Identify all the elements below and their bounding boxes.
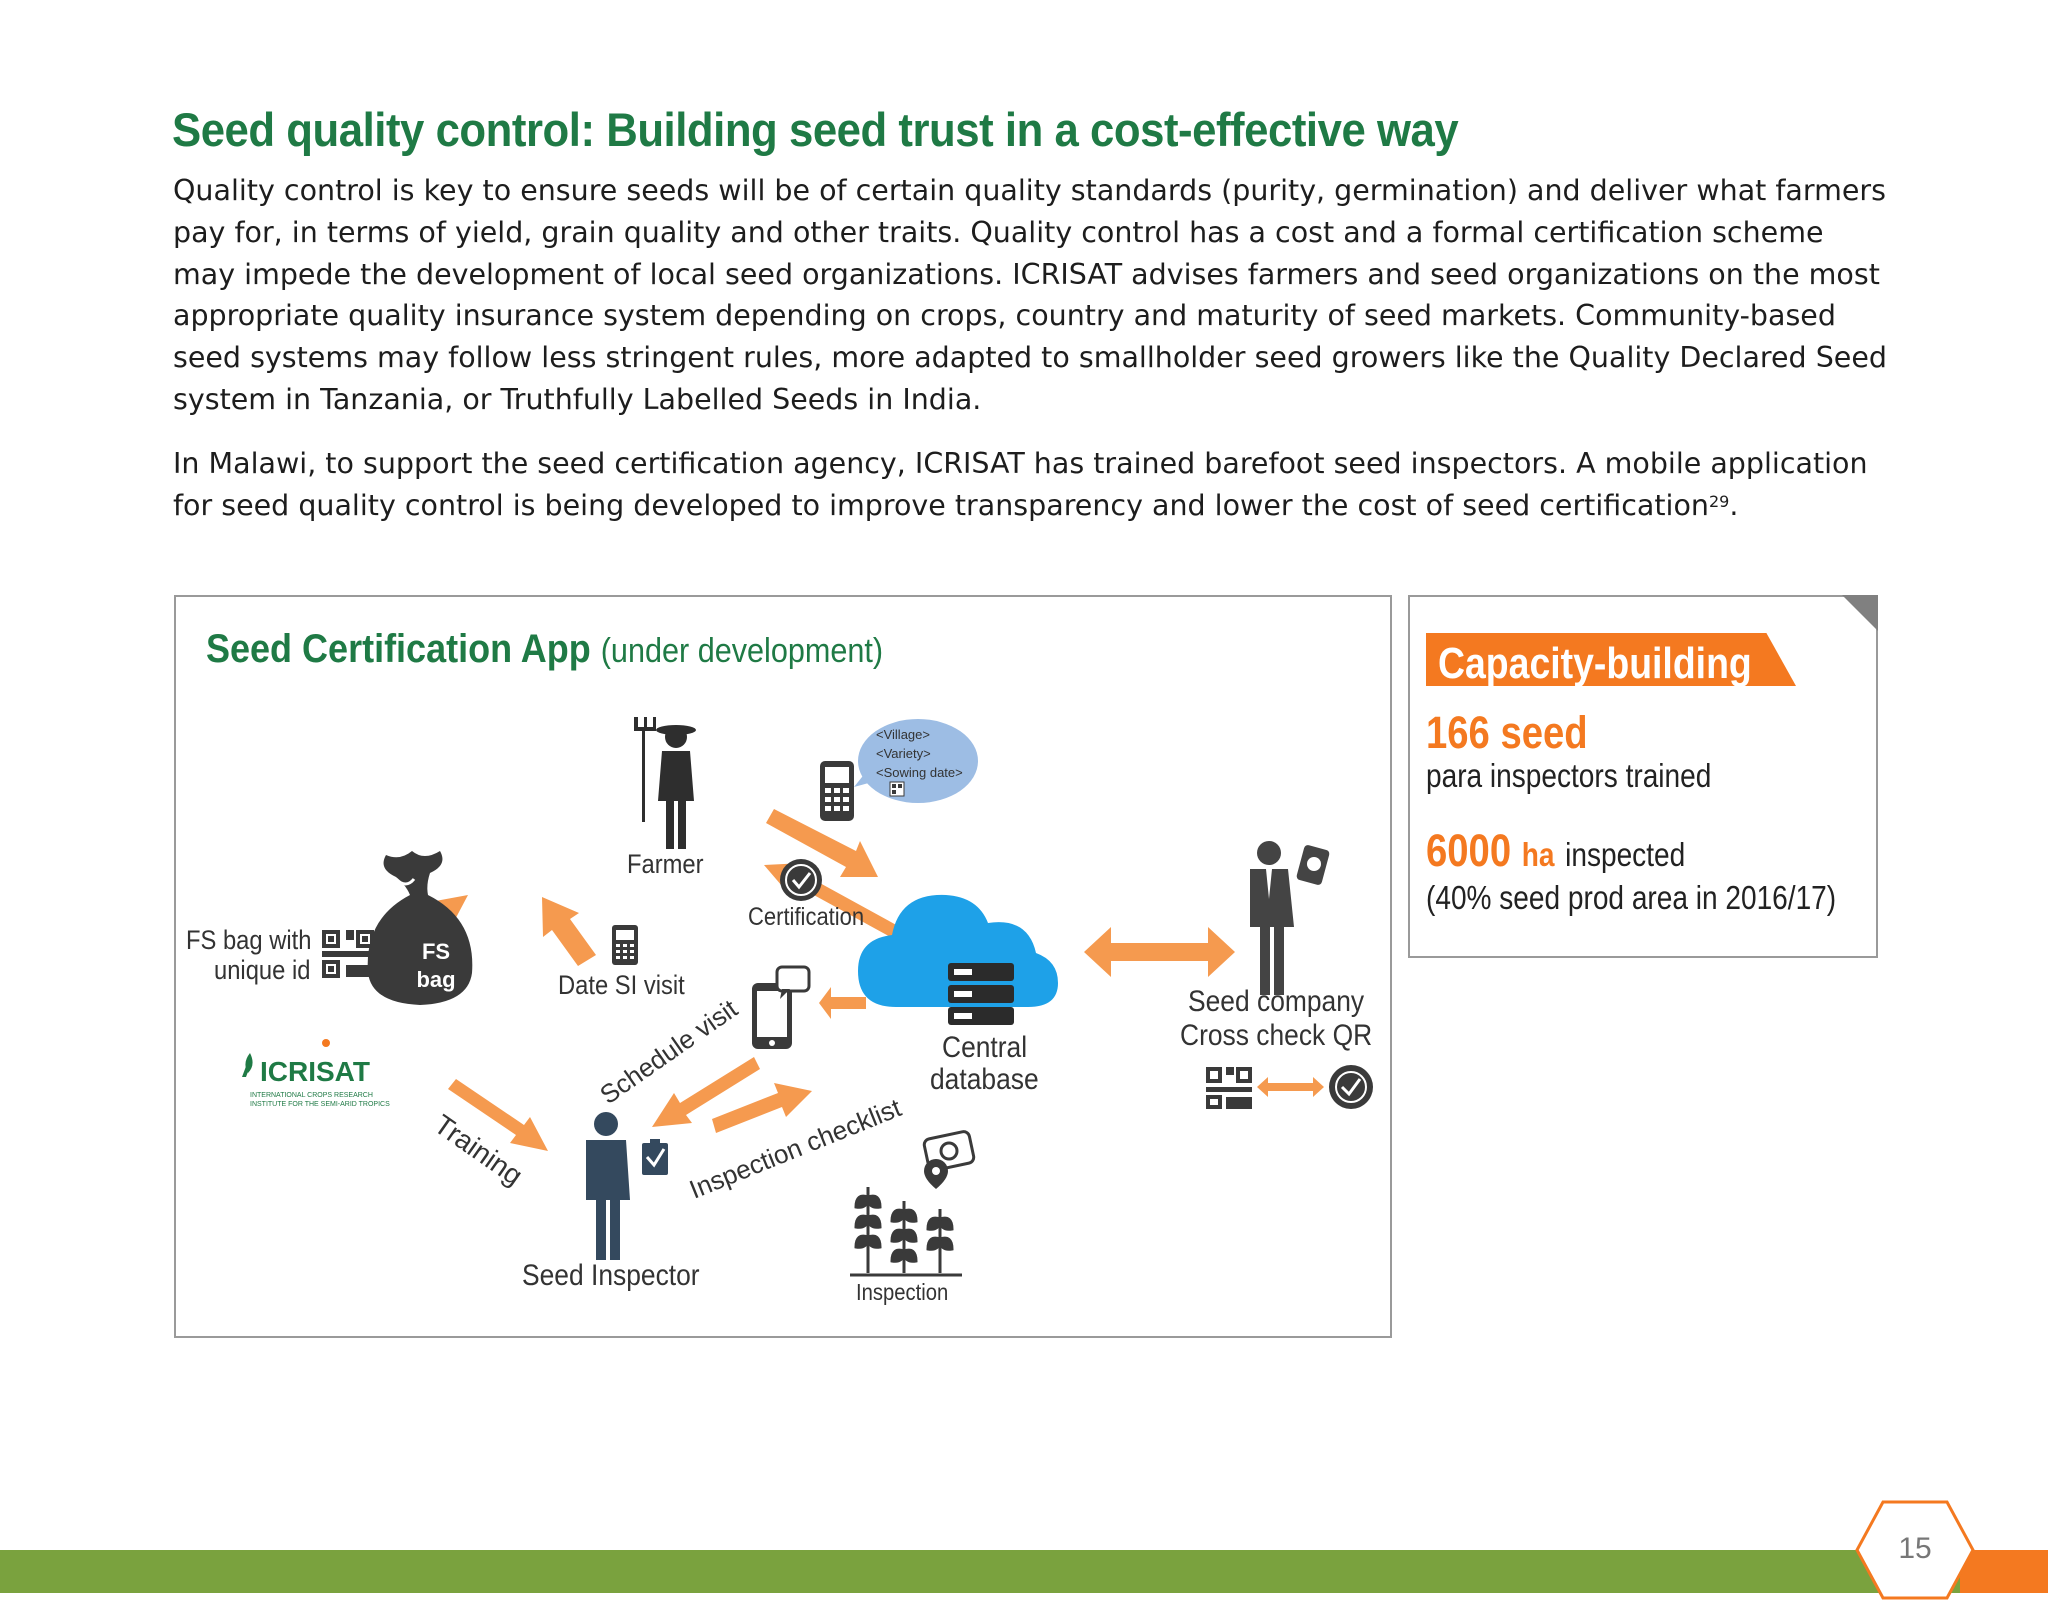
capacity-building-panel: Capacity-building 166 seed para inspecto… <box>1408 595 1878 958</box>
inspection-checklist-label: Inspection checklist <box>685 1092 906 1205</box>
footnote-ref[interactable]: 29 <box>1708 491 1730 511</box>
fs-bag-qr-icons <box>322 930 374 978</box>
stat2-note: (40% seed prod area in 2016/17) <box>1426 879 1837 916</box>
app-title-subtitle: (under development) <box>600 632 884 670</box>
stat2-value: 6000 <box>1426 825 1512 876</box>
location-pin-icon <box>924 1159 948 1189</box>
capacity-banner: Capacity-building <box>1426 633 1796 686</box>
logo-name: ICRISAT <box>260 1056 370 1087</box>
stat2-text: inspected <box>1565 836 1686 873</box>
seed-company-label-line1: Seed company <box>1188 985 1365 1018</box>
intro-paragraph: Quality control is key to ensure seeds w… <box>173 174 1887 416</box>
speech-bubble <box>854 719 978 803</box>
arrow-db-to-phone <box>819 987 866 1019</box>
arrow-training <box>448 1079 548 1151</box>
camera-icon <box>922 1130 976 1172</box>
app-title: Seed Certification App (under developmen… <box>206 627 883 672</box>
arrow-db-company <box>1084 927 1235 977</box>
footer-accent <box>1960 1550 2048 1593</box>
seed-inspector-icon <box>586 1112 668 1260</box>
farmer-icon <box>634 717 696 849</box>
fs-bag-icon-line1: FS <box>422 939 450 964</box>
logo-sub2: INSTITUTE FOR THE SEMI-ARID TROPICS <box>250 1101 390 1108</box>
central-database-label-line2: database <box>930 1063 1039 1096</box>
app-title-main: Seed Certification App <box>206 627 591 671</box>
company-check-badge-icon <box>1329 1065 1373 1109</box>
stat2-unit: ha <box>1521 836 1555 873</box>
stat2: 6000 ha inspected <box>1426 825 1685 877</box>
arrow-schedule-visit <box>652 1057 760 1127</box>
bubble-variety: <Variety> <box>876 746 931 761</box>
stat1-value: 166 seed <box>1426 707 1588 758</box>
central-database-icon <box>858 894 1058 1025</box>
arrow-checklist <box>712 1083 812 1133</box>
logo-sub1: INTERNATIONAL CROPS RESEARCH <box>250 1092 373 1099</box>
arrow-date-to-farmer <box>542 897 596 966</box>
icrisat-logo: ICRISAT INTERNATIONAL CROPS RESEARCH INS… <box>242 1039 390 1108</box>
seed-company-person-icon <box>1250 841 1330 995</box>
central-database-label-line1: Central <box>942 1031 1028 1064</box>
certification-badge-icon <box>780 859 822 901</box>
workflow-diagram: ICRISAT INTERNATIONAL CROPS RESEARCH INS… <box>242 717 1373 1277</box>
crops-field-icon <box>850 1187 962 1277</box>
page-number: 15 <box>1898 1532 1932 1565</box>
malawi-paragraph-text: In Malawi, to support the seed certifica… <box>173 447 1868 522</box>
seed-inspector-label: Seed Inspector <box>522 1259 700 1292</box>
seed-certification-app-panel: Seed Certification App (under developmen… <box>174 595 1392 1338</box>
seed-company-label-line2: Cross check QR <box>1180 1019 1373 1052</box>
fs-bag-icon <box>367 851 473 1005</box>
arrow-qr-check <box>1257 1077 1324 1097</box>
certification-label: Certification <box>748 903 865 931</box>
inspection-label: Inspection <box>856 1279 949 1305</box>
corner-fold <box>1842 595 1878 631</box>
farmer-phone-icon <box>820 761 854 821</box>
smartphone-icon <box>752 965 811 1049</box>
fs-bag-icon-line2: bag <box>416 967 455 992</box>
footer-bar <box>0 1550 2048 1593</box>
arrow-phone-to-db <box>766 809 878 877</box>
bubble-sowing-date: <Sowing date> <box>876 765 963 780</box>
stat1-text: para inspectors trained <box>1426 757 1712 794</box>
date-si-visit-label: Date SI visit <box>558 970 685 1000</box>
si-visit-phone-icon <box>612 925 638 965</box>
bubble-village: <Village> <box>876 727 930 742</box>
malawi-paragraph-end: . <box>1729 488 1739 522</box>
fs-bag-label-line2: unique id <box>214 955 311 985</box>
fs-bag-label-line1: FS bag with <box>186 925 312 955</box>
farmer-label: Farmer <box>627 849 704 879</box>
capacity-title: Capacity-building <box>1438 639 1752 688</box>
malawi-paragraph: In Malawi, to support the seed certifica… <box>173 443 1893 527</box>
page-heading: Seed quality control: Building seed trus… <box>172 103 1459 156</box>
company-qr-icon <box>1206 1067 1252 1109</box>
